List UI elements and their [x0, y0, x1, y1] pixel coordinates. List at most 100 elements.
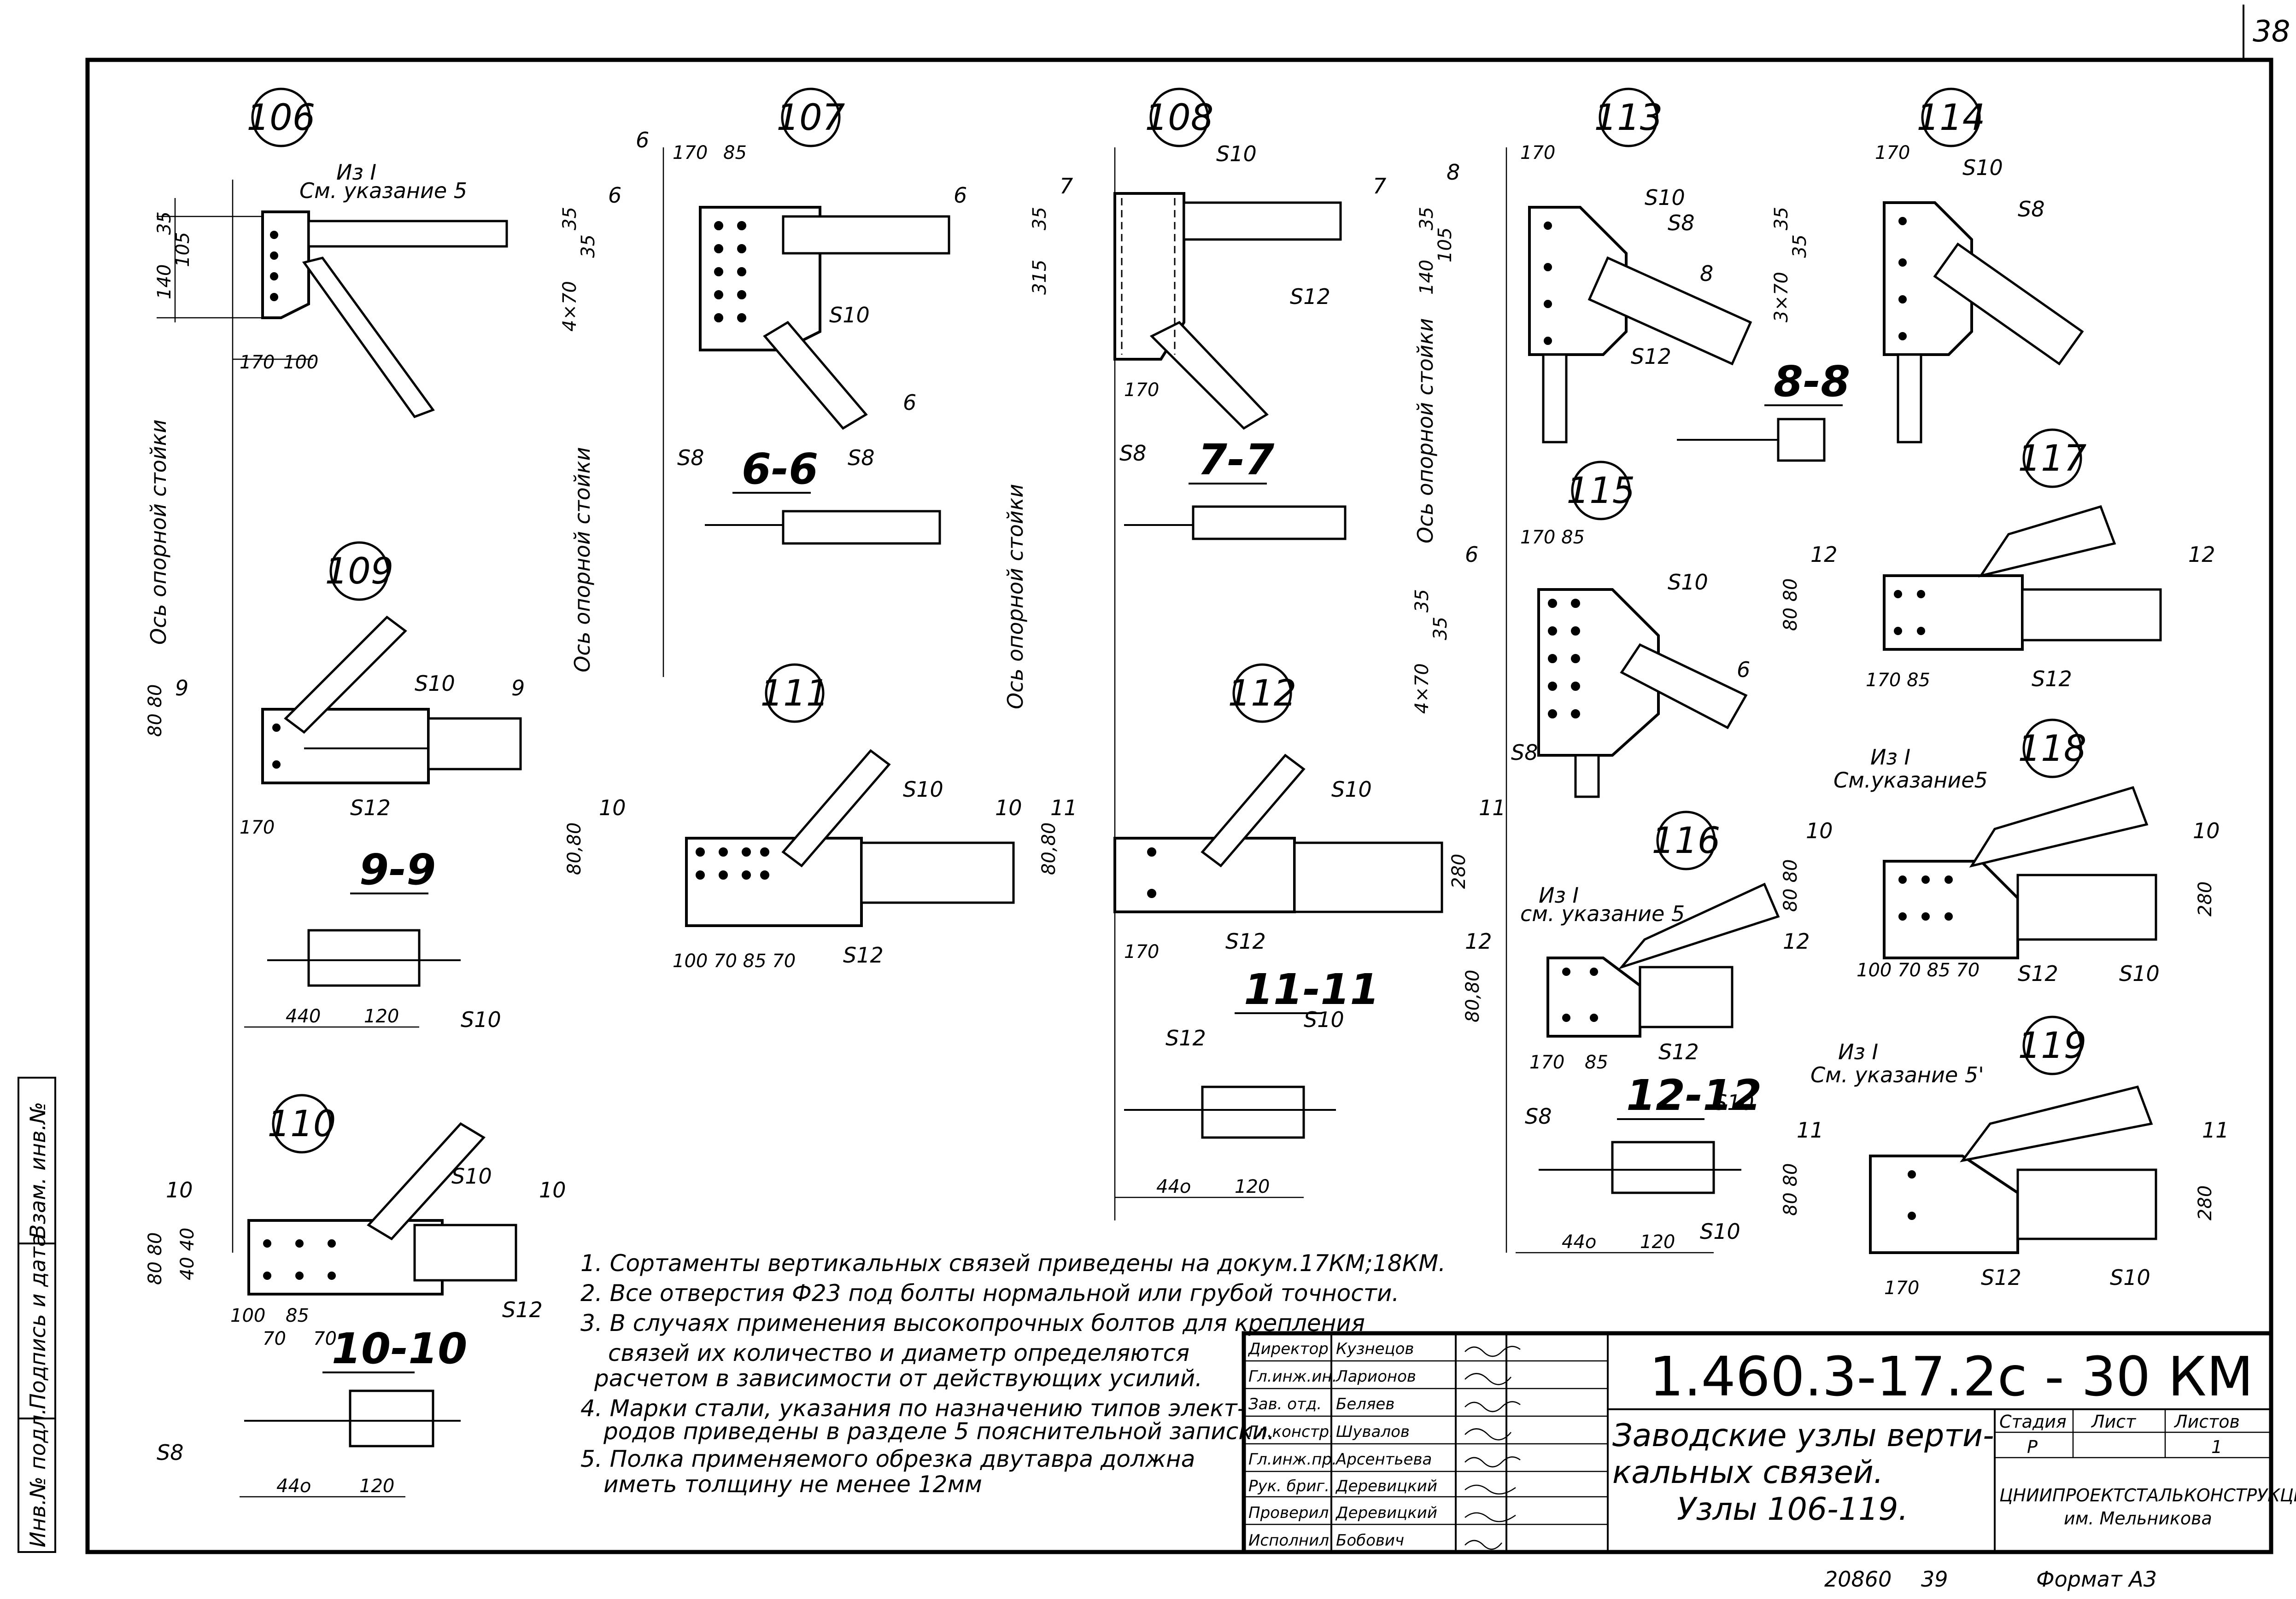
lbl-s12-113: S12 — [1631, 344, 1671, 369]
tb-stage-header: Стадия — [1999, 1412, 2067, 1432]
tb-role-4: Гл.констр. — [1248, 1423, 1334, 1441]
detail-106: 106 Из I См. указание 5 35 105 140 170 1… — [154, 88, 508, 419]
node-117-label: 117 — [2018, 438, 2087, 479]
footer-archive-no: 20860 — [1824, 1567, 1892, 1592]
dim-4x70-115: 4×70 — [1412, 663, 1433, 714]
cut-9-a: 9 — [175, 676, 188, 700]
section-label-7-7: 7-7 — [1198, 435, 1274, 484]
axis-label-1: Ось опорной стойки — [146, 420, 171, 645]
node-108-marker — [1149, 88, 1209, 147]
node-117-marker — [2022, 428, 2082, 488]
detail-113: 113 170 35 105 140 S10 S8 S12 8 8 — [1416, 88, 1752, 444]
lbl-s12-110: S12 — [502, 1297, 543, 1322]
iz1-116: Из I — [1539, 883, 1579, 908]
dim-280-119: 280 — [2195, 1185, 2216, 1220]
note5-119: См. указание 5' — [1810, 1062, 1984, 1087]
node-109-label: 109 — [325, 551, 394, 592]
node-116-marker — [1656, 811, 1716, 870]
dim-70a-110: 70 — [263, 1328, 286, 1349]
dim-170-108: 170 — [1124, 379, 1159, 401]
dim-8080-117: 80 80 — [1780, 578, 1801, 631]
node-109-marker — [329, 541, 389, 601]
tb-name-5: Арсентьева — [1335, 1450, 1432, 1469]
lbl-s10-112: S10 — [1331, 777, 1372, 802]
note-3: 3. В случаях применения высокопрочных бо… — [580, 1310, 1365, 1336]
section-7-7: 7-7 S8 — [1119, 435, 1347, 540]
detail-114: 114 170 35 35 3×70 S10 S8 — [1771, 88, 2084, 444]
lbl-s10-99: S10 — [461, 1007, 501, 1032]
lbl-s10-1111: S10 — [1304, 1007, 1344, 1032]
cut-12-a: 12 — [1810, 542, 1838, 567]
dim-170-119: 170 — [1884, 1278, 1919, 1299]
axis-label-2: Ось опорной стойки — [570, 447, 595, 672]
tb-organization-sub: им. Мельникова — [2064, 1508, 2212, 1529]
dim-17085-115: 170 85 — [1520, 527, 1585, 548]
tb-role-1: Директор — [1248, 1340, 1329, 1358]
left-stamp: Инв.№ подл. Подпись и дата Взам. инв.№ — [18, 1077, 56, 1553]
dim-170-112: 170 — [1124, 941, 1159, 963]
stamp-replace-inv: Взам. инв.№ — [25, 1102, 50, 1239]
node-119-label: 119 — [2018, 1025, 2087, 1067]
dim-35b-107: 35 — [578, 234, 599, 258]
section-11-11: 11-11 44о 120 S12 S10 — [1115, 965, 1379, 1198]
cut-11-a: 11 — [1050, 795, 1078, 820]
dim-440-1010: 44о — [276, 1476, 311, 1497]
lbl-s12-116: S12 — [1658, 1039, 1699, 1064]
dim-315-108: 315 — [1029, 260, 1050, 295]
iz1-118: Из I — [1870, 745, 1910, 770]
node-107-marker — [781, 88, 841, 147]
node-112-marker — [1232, 663, 1292, 723]
tb-role-2: Гл.инж.ин. — [1248, 1367, 1337, 1386]
lbl-s8-1010: S8 — [157, 1440, 183, 1465]
detail-109: 109 80 80 170 S10 S12 9 9 — [145, 541, 525, 838]
cut-9-b: 9 — [511, 676, 525, 700]
dim-140-106: 140 — [154, 264, 175, 299]
dim-row-118: 100 70 85 70 — [1857, 960, 1980, 981]
note-4-cont: родов приведены в разделе 5 пояснительно… — [603, 1418, 1275, 1445]
detail-110: 110 80 80 40 40 100 70 85 70 S10 S12 10 … — [145, 1094, 566, 1349]
dim-170-106: 170 — [240, 352, 275, 373]
lbl-s10-115: S10 — [1668, 570, 1708, 595]
dim-35b-114: 35 — [1789, 234, 1810, 258]
node-112-label: 112 — [1228, 673, 1297, 714]
sheet-corner-number: 38 — [2253, 15, 2290, 49]
lbl-s10-114: S10 — [1962, 155, 2003, 180]
lbl-s12-118: S12 — [2018, 961, 2058, 986]
section-label-8-8: 8-8 — [1774, 357, 1850, 406]
dim-35-107: 35 — [559, 207, 580, 230]
sheet-frame — [85, 58, 2273, 1554]
axis-label-4: Ось опорной стойки — [1413, 318, 1438, 543]
cut-10-f: 10 — [539, 1178, 566, 1202]
lbl-s12-1111: S12 — [1166, 1026, 1206, 1050]
dim-35b-115: 35 — [1430, 617, 1451, 640]
dim-170-116: 170 — [1529, 1052, 1564, 1073]
lbl-s8-77: S8 — [1119, 441, 1146, 466]
note-5: 5. Полка применяемого обрезка двутавра д… — [580, 1446, 1195, 1472]
tb-role-7: Проверил — [1248, 1504, 1329, 1522]
tb-role-5: Гл.инж.пр. — [1248, 1450, 1337, 1469]
lbl-s10-109: S10 — [415, 671, 455, 696]
cut-11-c: 11 — [1797, 1118, 1824, 1143]
section-8-8: 8-8 — [1677, 357, 1850, 462]
tb-organization: ЦНИИПРОЕКТСТАЛЬКОНСТРУКЦИЯ — [1999, 1485, 2296, 1506]
lbl-s10-1212a: S10 — [1714, 1090, 1754, 1115]
lbl-s8-115: S8 — [1511, 740, 1538, 765]
node-106-label: 106 — [247, 97, 316, 139]
note-4: 4. Марки стали, указания по назначению т… — [580, 1395, 1246, 1422]
node-113-marker — [1599, 88, 1658, 147]
tb-name-1: Кузнецов — [1336, 1340, 1414, 1358]
lbl-s12-109: S12 — [350, 795, 391, 820]
lbl-s10-107: S10 — [829, 303, 870, 327]
dim-4040-110: 40 40 — [177, 1227, 198, 1280]
section-label-10-10: 10-10 — [332, 1324, 467, 1373]
detail-118: 118 Из I См.указание5 80 80 280 100 70 8… — [1780, 718, 2220, 986]
node-113-label: 113 — [1594, 97, 1663, 139]
section-label-12-12: 12-12 — [1626, 1071, 1762, 1120]
dim-85-110: 85 — [286, 1305, 309, 1326]
lbl-s8-66a: S8 — [677, 445, 704, 470]
lbl-s10-113: S10 — [1645, 185, 1685, 210]
cut-7-b: 7 — [1373, 174, 1386, 198]
node-110-label: 110 — [268, 1103, 336, 1145]
dim-440-1212: 44о — [1562, 1231, 1596, 1253]
drawing-title-line2: кальных связей. — [1612, 1454, 1883, 1491]
